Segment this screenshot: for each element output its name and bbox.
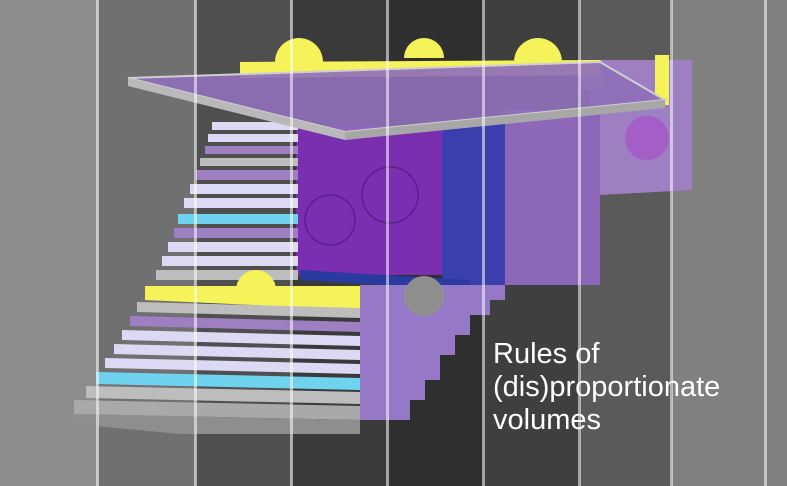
yellow-platform (145, 286, 360, 310)
right-yellow-strip (655, 55, 669, 105)
core-blue (442, 120, 510, 285)
lower-staircase (74, 302, 360, 434)
caption-line: (dis)proportionate (493, 371, 721, 403)
yellow-dome (404, 38, 444, 58)
caption-text: Rules of (dis)proportionate volumes (493, 338, 720, 437)
vertical-guide-line (96, 0, 99, 486)
caption-line: volumes (493, 404, 601, 436)
stepped-tower (360, 285, 505, 420)
roof-plate-edge (345, 100, 665, 140)
core-purple-front (505, 110, 600, 285)
grey-sphere (404, 276, 444, 316)
yellow-dome (514, 38, 562, 62)
right-round-window (625, 116, 669, 160)
vertical-guide-line (386, 0, 389, 486)
vertical-guide-line (578, 0, 581, 486)
upper-staircase (156, 122, 298, 280)
vertical-guide-line (670, 0, 673, 486)
vertical-guide-line (194, 0, 197, 486)
core-curve (304, 194, 356, 246)
vertical-guide-line (290, 0, 293, 486)
yellow-dome (236, 270, 276, 290)
core-curve (361, 166, 419, 224)
yellow-dome (275, 38, 323, 62)
caption-line: Rules of (493, 338, 600, 370)
core-purple-deep (296, 125, 448, 275)
vertical-guide-line (482, 0, 485, 486)
vertical-guide-line (764, 0, 767, 486)
